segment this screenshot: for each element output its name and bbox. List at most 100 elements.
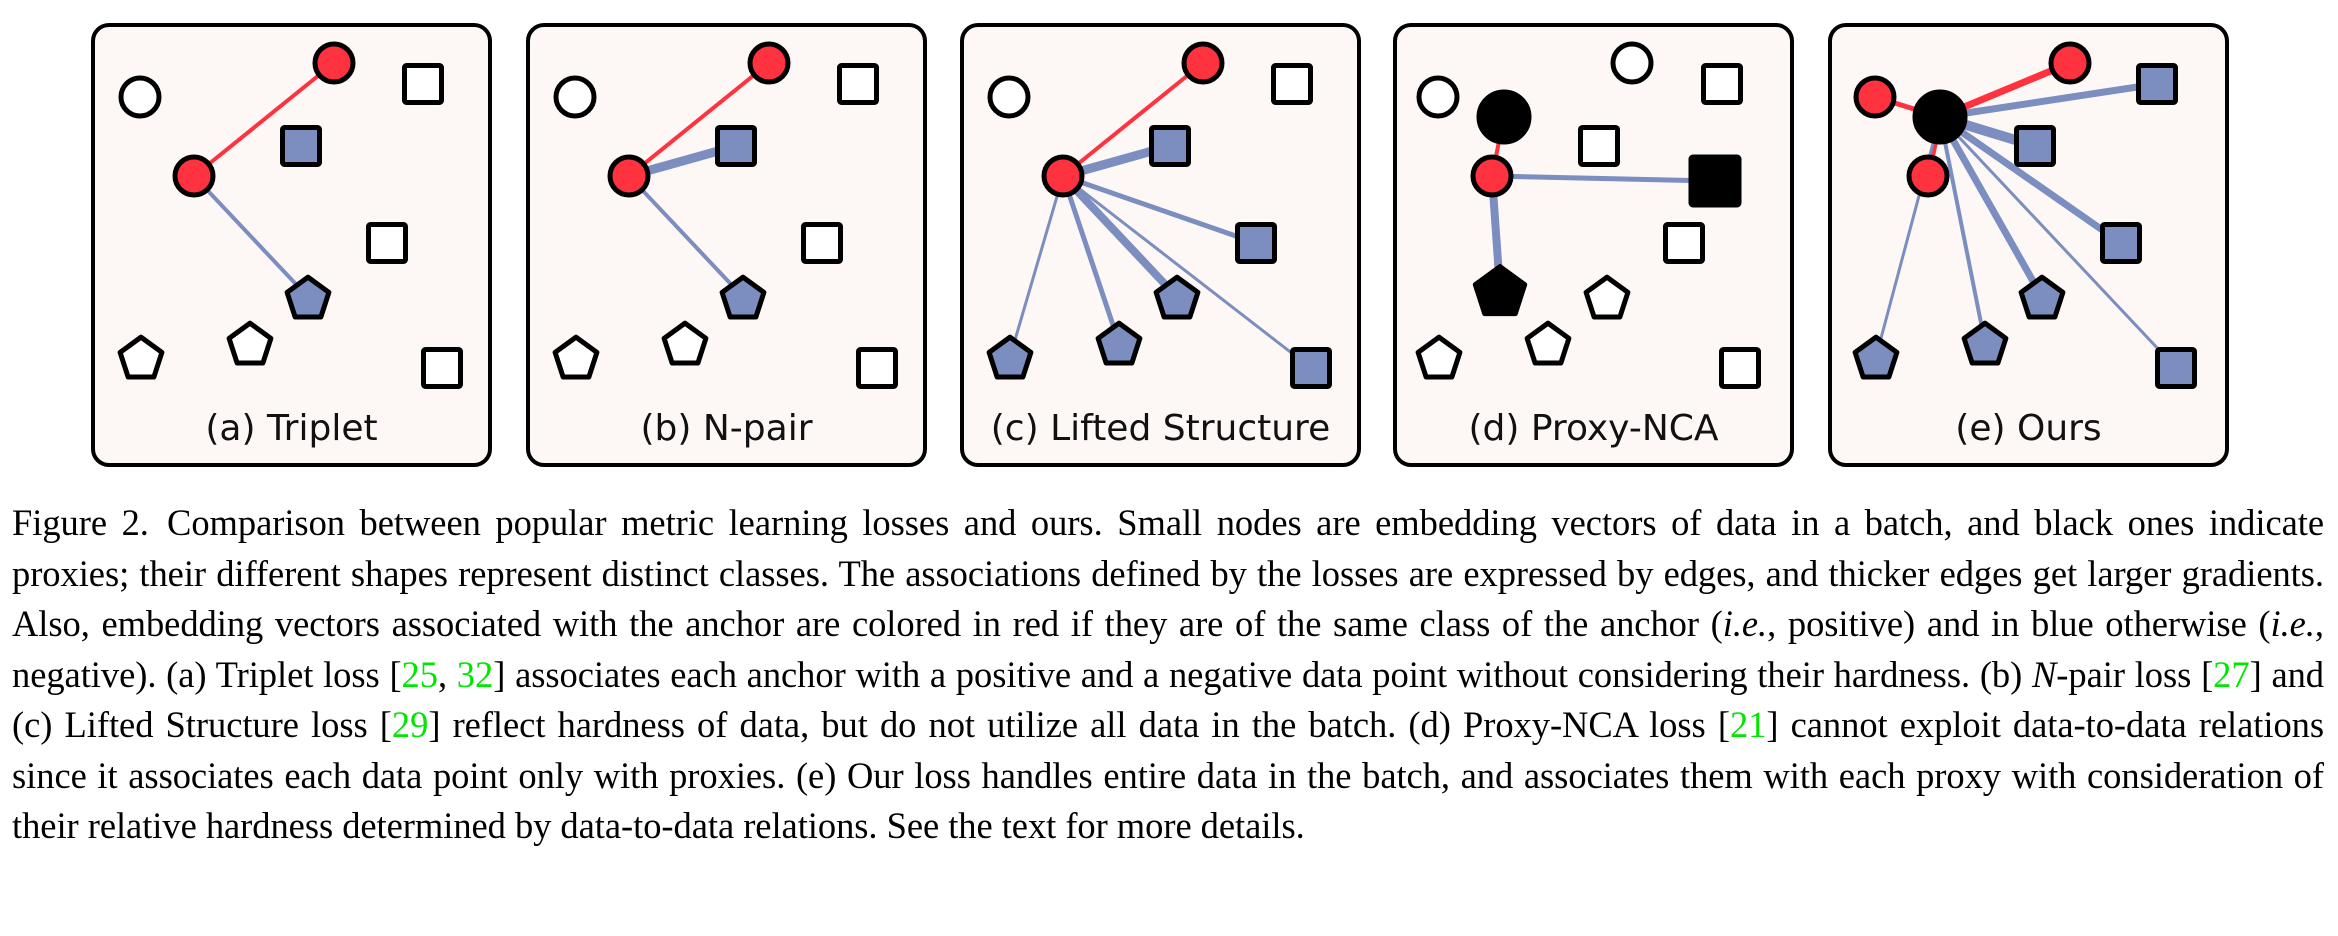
figure-label: Figure 2. <box>12 502 149 543</box>
red-circle-node <box>1906 154 1950 198</box>
blue-square-node <box>2014 125 2056 167</box>
white-circle-node <box>1416 75 1460 119</box>
white-pentagon-node <box>1415 334 1463 380</box>
proxy-black-square-node <box>1688 154 1742 208</box>
white-square-node <box>421 347 463 389</box>
blue-pentagon-node <box>1852 334 1900 380</box>
edge-red <box>627 61 771 178</box>
italic-text: i.e. <box>1722 603 1768 644</box>
caption-text: ] associates each anchor with a positive… <box>493 653 2032 695</box>
proxy-black-pentagon-node <box>1472 264 1528 317</box>
blue-square-node <box>2100 222 2142 264</box>
blue-pentagon-node <box>1961 320 2009 366</box>
edge-blue <box>192 174 310 299</box>
anchor-red-circle-node <box>172 154 216 198</box>
white-pentagon-node <box>552 334 600 380</box>
citation-link[interactable]: 32 <box>456 653 494 695</box>
panel-frame <box>960 23 1361 467</box>
anchor-red-circle-node <box>1041 154 1085 198</box>
white-square-node <box>856 347 898 389</box>
edge-blue <box>1008 175 1065 358</box>
white-square-node <box>1271 63 1313 105</box>
red-circle-node <box>2048 41 2092 85</box>
white-square-node <box>1578 125 1620 167</box>
white-circle-node <box>1610 41 1654 85</box>
red-circle-node <box>747 41 791 85</box>
citation-link[interactable]: 21 <box>1729 704 1767 745</box>
white-square-node <box>366 222 408 264</box>
panel-label: (b) N-pair <box>640 408 812 449</box>
italic-text: i.e. <box>2270 603 2315 644</box>
edge-red <box>192 61 336 178</box>
anchor-red-circle-node <box>1470 154 1514 198</box>
panel-a: (a) Triplet <box>91 23 492 467</box>
edge-blue <box>1938 114 2123 246</box>
panel-b: (b) N-pair <box>526 23 927 467</box>
red-circle-node <box>1853 75 1897 119</box>
blue-pentagon-node <box>986 334 1034 380</box>
edge-blue <box>1060 175 1122 344</box>
edge-blue <box>1060 173 1180 300</box>
panel-frame <box>526 23 927 467</box>
panel-label: (a) Triplet <box>205 408 377 449</box>
caption-text: ] reflect hardness of data, but do not u… <box>428 704 1730 745</box>
panel-e: (e) Ours <box>1828 23 2229 467</box>
blue-square-node <box>1149 125 1191 167</box>
caption-text: -pair loss [ <box>2056 653 2214 695</box>
edge-blue <box>1938 116 1987 344</box>
panel-label: (c) Lifted Structure <box>991 408 1330 449</box>
white-square-node <box>837 63 879 105</box>
blue-pentagon-node <box>719 274 767 320</box>
red-circle-node <box>312 41 356 85</box>
caption-text: ] cannot exploit data-to-data relations … <box>12 704 2324 846</box>
white-pentagon-node <box>117 334 165 380</box>
caption-text: , positive) and in blue otherwise ( <box>1767 603 2271 644</box>
white-circle-node <box>553 75 597 119</box>
blue-square-node <box>1290 347 1332 389</box>
caption-text: , negative). (a) Triplet loss [ <box>12 603 2324 695</box>
anchor-red-circle-node <box>607 154 651 198</box>
edge-blue <box>1936 115 2046 299</box>
white-pentagon-node <box>1583 274 1631 320</box>
blue-square-node <box>2136 63 2178 105</box>
white-square-node <box>801 222 843 264</box>
panel-label: (e) Ours <box>1955 408 2101 449</box>
panel-c: (c) Lifted Structure <box>960 23 1361 467</box>
white-pentagon-node <box>661 320 709 366</box>
edge-blue <box>1938 115 2178 370</box>
edge-red <box>1061 61 1205 178</box>
white-pentagon-node <box>1524 320 1572 366</box>
blue-pentagon-node <box>2018 274 2066 320</box>
citation-link[interactable]: 27 <box>2213 653 2250 695</box>
caption-body: Comparison between popular metric learni… <box>12 502 2324 846</box>
blue-square-node <box>1235 222 1277 264</box>
caption-text: , <box>437 653 457 695</box>
caption-text: ] and (c) Lifted Structure loss [ <box>12 653 2324 746</box>
white-square-node <box>1719 347 1761 389</box>
blue-square-node <box>2155 347 2197 389</box>
edge-blue <box>1062 174 1312 370</box>
edge-blue <box>1939 80 2158 121</box>
blue-pentagon-node <box>1153 274 1201 320</box>
edge-blue <box>627 174 745 299</box>
proxy-black-circle-node <box>1912 89 1968 145</box>
citation-link[interactable]: 25 <box>401 653 438 695</box>
white-square-node <box>1701 63 1743 105</box>
white-pentagon-node <box>226 320 274 366</box>
panel-frame <box>91 23 492 467</box>
figure-panels: (a) Triplet (b) N-pair (c) Lifted Structur… <box>91 23 2229 467</box>
citation-link[interactable]: 29 <box>391 704 429 745</box>
white-square-node <box>1663 222 1705 264</box>
white-circle-node <box>987 75 1031 119</box>
white-circle-node <box>118 75 162 119</box>
white-square-node <box>402 63 444 105</box>
red-circle-node <box>1181 41 1225 85</box>
blue-square-node <box>280 125 322 167</box>
edge-blue <box>1062 173 1257 246</box>
proxy-black-circle-node <box>1476 89 1532 145</box>
blue-square-node <box>715 125 757 167</box>
italic-text: N <box>2032 653 2057 695</box>
caption-text: Comparison between popular metric learni… <box>12 502 2324 644</box>
panel-d: (d) Proxy-NCA <box>1393 23 1794 467</box>
edge-blue <box>1491 173 1716 184</box>
